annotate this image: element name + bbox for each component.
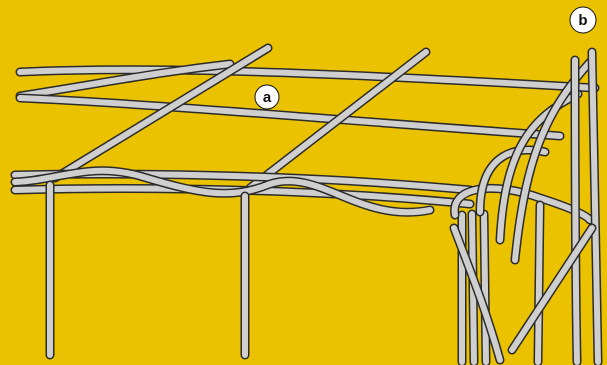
label-b-badge: b [569,6,597,34]
label-a: a [263,89,272,106]
diagonal-bar-right [245,47,431,193]
corner-post-b [507,47,603,365]
weaving-strand [10,166,435,217]
label-b: b [578,12,587,29]
back-rail-second [15,59,235,101]
diagonal-bar-left [50,43,273,183]
back-rail-middle [15,93,565,141]
back-rail-top [15,65,600,93]
label-a-badge: a [254,84,280,110]
corner-stake-bundle [449,209,505,365]
